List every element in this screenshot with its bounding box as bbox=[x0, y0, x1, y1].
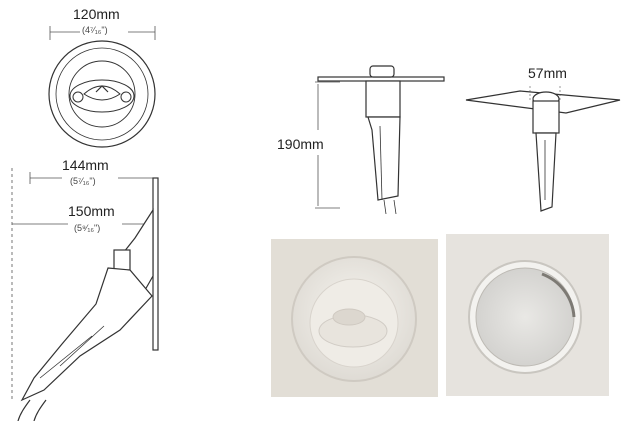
width-in-label: (4⁷⁄₁₆") bbox=[82, 25, 108, 35]
neck-mm-label: 57mm bbox=[528, 65, 567, 81]
side-view-drawing bbox=[17, 177, 159, 421]
depth1-in-label: (5⁷⁄₁₆") bbox=[70, 176, 96, 186]
width-dimension-line bbox=[49, 26, 156, 40]
photo-top-view bbox=[271, 239, 438, 397]
depth2-mm-label: 150mm bbox=[68, 203, 115, 219]
top-view-drawing bbox=[48, 40, 156, 148]
height-mm-label: 190mm bbox=[277, 136, 324, 152]
depth1-mm-label: 144mm bbox=[62, 157, 109, 173]
depth2-in-label: (5⁹⁄₁₆") bbox=[74, 223, 101, 233]
height-dimension-line bbox=[315, 81, 340, 209]
photo-cap-view bbox=[446, 234, 609, 396]
depth-dimension-lines bbox=[11, 168, 157, 400]
perspective-view-drawing bbox=[465, 90, 621, 212]
front-view-drawing bbox=[317, 65, 445, 215]
width-mm-label: 120mm bbox=[73, 6, 120, 22]
